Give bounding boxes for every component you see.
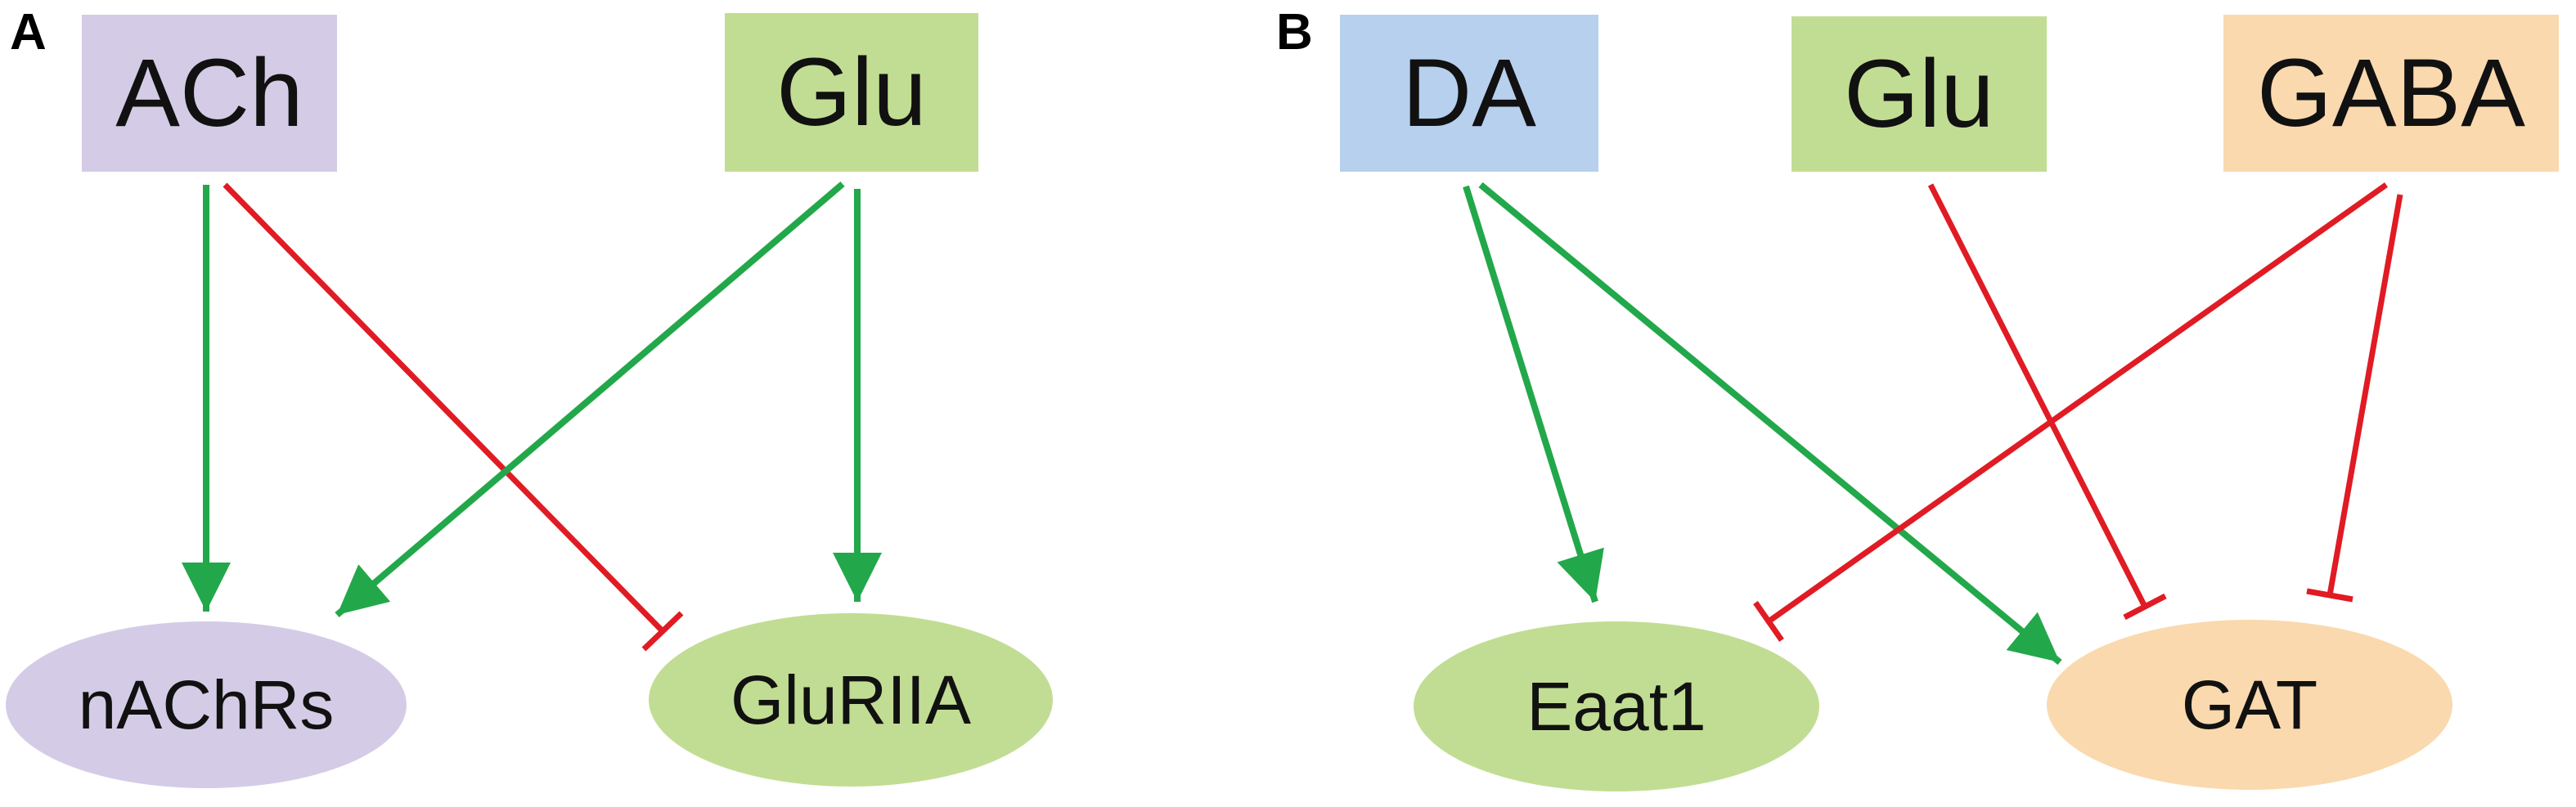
panel-b-edges [1463, 182, 2403, 666]
edge-da-gat [1478, 182, 2062, 666]
node-glu-a: Glu [725, 13, 978, 172]
node-da-box [1340, 15, 1598, 172]
edge-gaba-eaat1 [1766, 182, 2389, 624]
edge-ach-gluriia-bar [641, 611, 684, 652]
node-eaat1-ellipse [1414, 621, 1819, 791]
node-ach-box [82, 15, 337, 172]
node-gluriia-label: GluRIIA [731, 661, 971, 738]
node-glu-a-box [725, 13, 978, 172]
node-glu-a-label: Glu [776, 38, 927, 146]
edge-glu-nachrs [335, 181, 845, 618]
node-gaba-box [2223, 15, 2559, 172]
edge-ach-gluriia [223, 182, 665, 634]
panel-label-b: B [1276, 4, 1313, 61]
edge-gaba-gat-bar [2306, 588, 2353, 603]
node-ach-label: ACh [115, 39, 303, 147]
edge-glu-gat-bar [2123, 593, 2167, 621]
node-da-label: DA [1402, 39, 1536, 147]
node-gaba-label: GABA [2257, 39, 2525, 147]
edge-gaba-gat [2326, 194, 2403, 596]
node-nachrs-ellipse [6, 621, 407, 788]
panel-label-a: A [10, 4, 47, 61]
panel-a-edges [182, 181, 882, 652]
node-eaat1-label: Eaat1 [1526, 668, 1706, 745]
node-glu-b-label: Glu [1844, 40, 1994, 148]
edge-da-eaat1 [1463, 185, 1604, 603]
node-ach: ACh [82, 15, 337, 172]
edge-gaba-eaat1-bar [1753, 601, 1784, 642]
node-gaba: GABA [2223, 15, 2559, 172]
node-gluriia-ellipse [649, 613, 1053, 787]
node-gat-ellipse [2047, 620, 2452, 790]
node-glu-b-box [1792, 16, 2047, 172]
node-gat-label: GAT [2182, 666, 2318, 743]
node-da: DA [1340, 15, 1598, 172]
edge-glu-gat [1927, 183, 2148, 608]
node-glu-b: Glu [1792, 16, 2047, 172]
node-nachrs-label: nAChRs [79, 666, 335, 743]
